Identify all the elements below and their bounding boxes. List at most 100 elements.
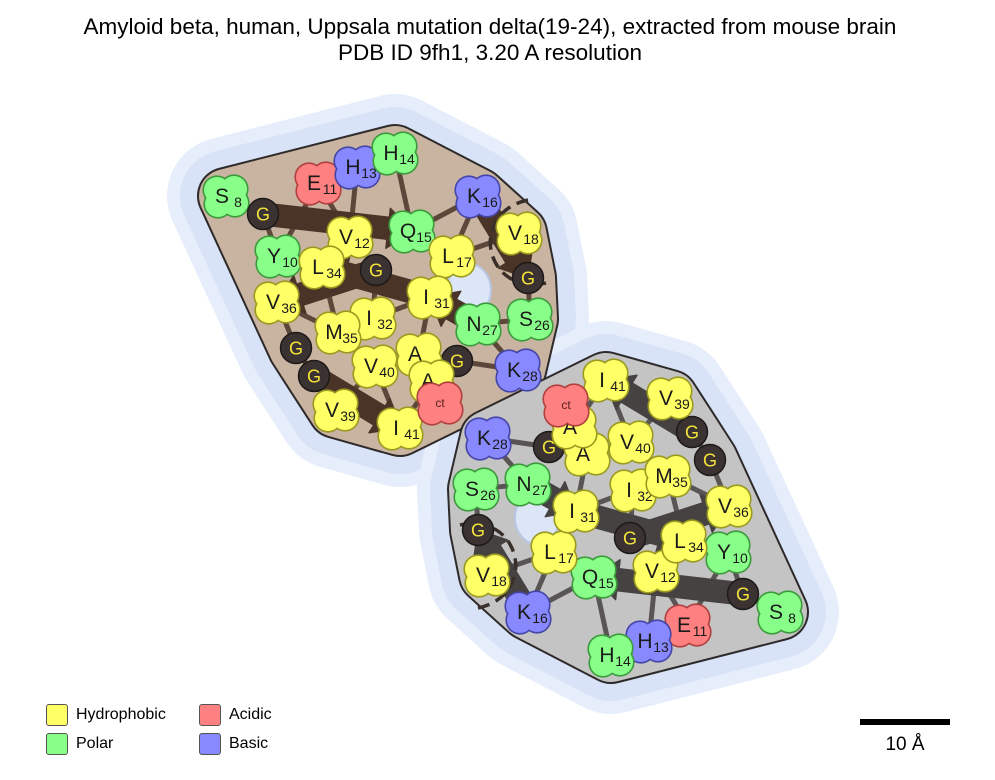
residue-number: 40 bbox=[635, 440, 651, 456]
residue-letter: G bbox=[623, 529, 637, 549]
c-terminus-label: ct bbox=[561, 398, 571, 412]
residue-letter: Q bbox=[400, 220, 416, 243]
glycine-marker-a-11: G bbox=[511, 261, 545, 295]
legend-label-acidic: Acidic bbox=[229, 706, 272, 723]
residue-a-ct-29: ct bbox=[416, 381, 464, 426]
residue-number: 10 bbox=[282, 254, 298, 270]
residue-number: 32 bbox=[377, 316, 393, 332]
residue-letter: H bbox=[599, 644, 614, 667]
residue-letter: I bbox=[626, 479, 632, 502]
residue-letter: K bbox=[467, 185, 481, 208]
legend-label-hydrophobic: Hydrophobic bbox=[76, 706, 166, 723]
residue-letter: L bbox=[544, 541, 556, 564]
residue-letter: S bbox=[519, 308, 533, 331]
legend-item-hydrophobic: Hydrophobic bbox=[46, 702, 166, 728]
residue-number: 27 bbox=[532, 482, 548, 498]
residue-number: 26 bbox=[534, 317, 550, 333]
title-line-1: Amyloid beta, human, Uppsala mutation de… bbox=[83, 14, 897, 39]
residue-letter: S bbox=[769, 601, 783, 624]
residue-letter: M bbox=[655, 465, 673, 488]
residue-letter: V bbox=[508, 222, 522, 245]
residue-letter: G bbox=[450, 352, 464, 372]
glycine-marker-a-23: G bbox=[279, 331, 313, 365]
residue-letter: V bbox=[266, 291, 280, 314]
residue-letter: I bbox=[366, 307, 372, 330]
residue-number: 15 bbox=[416, 229, 432, 245]
legend-swatch-polar bbox=[46, 733, 68, 755]
residue-letter: M bbox=[325, 321, 343, 344]
title-line-2: PDB ID 9fh1, 3.20 A resolution bbox=[338, 40, 642, 65]
residue-letter: G bbox=[256, 205, 270, 225]
residue-number: 10 bbox=[732, 550, 748, 566]
glycine-marker-a-19: G bbox=[359, 253, 393, 287]
residue-number: 12 bbox=[660, 569, 676, 585]
residue-number: 8 bbox=[234, 194, 242, 210]
residue-number: 26 bbox=[480, 487, 496, 503]
residue-letter: Q bbox=[582, 566, 598, 589]
legend-swatch-hydrophobic bbox=[46, 704, 68, 726]
residue-letter: V bbox=[645, 560, 659, 583]
residue-letter: N bbox=[516, 473, 531, 496]
residue-number: 14 bbox=[615, 653, 631, 669]
residue-letter: G bbox=[685, 423, 699, 443]
residue-letter: S bbox=[465, 478, 479, 501]
residue-number: 16 bbox=[532, 610, 548, 626]
residue-b-41-27: I 41 bbox=[582, 358, 630, 403]
legend-swatch-acidic bbox=[199, 704, 221, 726]
residue-letter: V bbox=[339, 226, 353, 249]
residue-number: 39 bbox=[340, 408, 356, 424]
residue-letter: Y bbox=[717, 541, 731, 564]
residue-letter: G bbox=[736, 585, 750, 605]
residue-letter: G bbox=[307, 367, 321, 387]
residue-number: 31 bbox=[434, 295, 450, 311]
residue-letter: L bbox=[442, 245, 454, 268]
residue-number: 28 bbox=[492, 436, 508, 452]
scale-bar-label: 10 Å bbox=[885, 734, 925, 755]
residue-number: 41 bbox=[404, 426, 420, 442]
legend-swatch-basic bbox=[199, 733, 221, 755]
residue-letter: I bbox=[599, 369, 605, 392]
residue-letter: K bbox=[477, 427, 491, 450]
residue-number: 14 bbox=[399, 151, 415, 167]
residue-number: 41 bbox=[610, 378, 626, 394]
residue-number: 35 bbox=[342, 330, 358, 346]
legend-item-acidic: Acidic bbox=[199, 702, 272, 728]
residue-letter: V bbox=[620, 431, 634, 454]
scale-bar-line bbox=[860, 719, 950, 725]
residue-number: 8 bbox=[788, 610, 796, 626]
residue-letter: K bbox=[507, 359, 521, 382]
glycine-marker-b-11: G bbox=[461, 513, 495, 547]
residue-number: 11 bbox=[693, 623, 708, 639]
residue-number: 13 bbox=[653, 639, 669, 655]
legend-item-basic: Basic bbox=[199, 731, 268, 757]
residue-number: 28 bbox=[522, 368, 538, 384]
residue-letter: K bbox=[517, 601, 531, 624]
residue-number: 17 bbox=[558, 550, 574, 566]
residue-letter: A bbox=[576, 443, 590, 466]
residue-number: 13 bbox=[361, 165, 377, 181]
glycine-marker-b-1: G bbox=[726, 577, 760, 611]
glycine-marker-b-19: G bbox=[613, 521, 647, 555]
residue-number: 18 bbox=[523, 231, 539, 247]
